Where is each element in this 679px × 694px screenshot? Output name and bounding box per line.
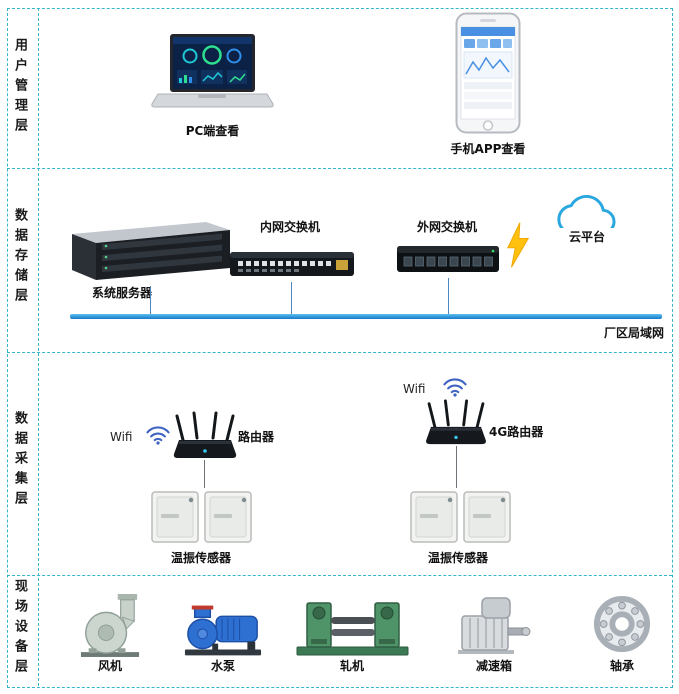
bearing-icon — [593, 595, 651, 653]
sensor-left-label: 温振传感器 — [170, 551, 231, 565]
layer-label-user-management: 用户管理层 — [12, 38, 27, 138]
router-4g-label: 4G路由器 — [489, 425, 544, 439]
router-label: 路由器 — [238, 430, 275, 444]
server-label: 系统服务器 — [91, 286, 152, 300]
gearbox-icon — [456, 592, 532, 656]
connector-internal-switch-lan — [291, 282, 292, 314]
lan-bus-line — [70, 314, 662, 319]
rolling-mill-icon — [295, 597, 410, 657]
connector-router-sensor-left — [204, 460, 205, 488]
lightning-icon — [505, 222, 531, 268]
fan-icon — [79, 592, 141, 658]
connector-router-sensor-right — [456, 446, 457, 488]
external-switch-icon — [395, 238, 501, 278]
wifi-left-icon — [145, 423, 171, 445]
divider-user-storage — [7, 168, 672, 169]
cloud-icon — [557, 184, 617, 228]
outer-dashed-border — [7, 8, 673, 688]
wifi-right-icon — [442, 375, 468, 397]
router-4g-icon — [424, 398, 488, 448]
pump-label: 水泵 — [210, 659, 235, 673]
external-switch-label: 外网交换机 — [416, 220, 477, 234]
smartphone-app-icon — [455, 12, 521, 134]
layer-label-column-divider — [38, 8, 39, 686]
mobile-app-view-label: 手机APP查看 — [450, 142, 526, 156]
pump-icon — [183, 600, 263, 658]
cloud-platform-label: 云平台 — [568, 230, 605, 244]
sensor-pair-left-icon — [149, 488, 254, 546]
layer-label-data-collection: 数据采集层 — [12, 411, 27, 511]
factory-lan-label: 厂区局域网 — [603, 326, 664, 340]
fan-label: 风机 — [97, 659, 122, 673]
pc-view-label: PC端查看 — [185, 124, 240, 138]
connector-external-switch-lan — [448, 278, 449, 314]
connector-server-lan — [150, 286, 151, 314]
internal-switch-icon — [228, 240, 356, 282]
divider-collection-field — [7, 575, 672, 576]
bearing-label: 轴承 — [609, 659, 634, 673]
sensor-right-label: 温振传感器 — [427, 551, 488, 565]
laptop-dashboard-icon — [150, 32, 275, 117]
layer-label-data-storage: 数据存储层 — [12, 208, 27, 308]
wifi-left-label: Wifi — [110, 430, 133, 444]
wifi-right-label: Wifi — [403, 382, 426, 396]
layer-label-field-equipment: 现场设备层 — [12, 579, 27, 679]
rolling-mill-label: 轧机 — [339, 659, 364, 673]
divider-storage-collection — [7, 352, 672, 353]
gearbox-label: 减速箱 — [475, 659, 512, 673]
server-icon — [58, 212, 233, 284]
router-icon — [173, 410, 237, 462]
internal-switch-label: 内网交换机 — [259, 220, 320, 234]
sensor-pair-right-icon — [408, 488, 513, 546]
